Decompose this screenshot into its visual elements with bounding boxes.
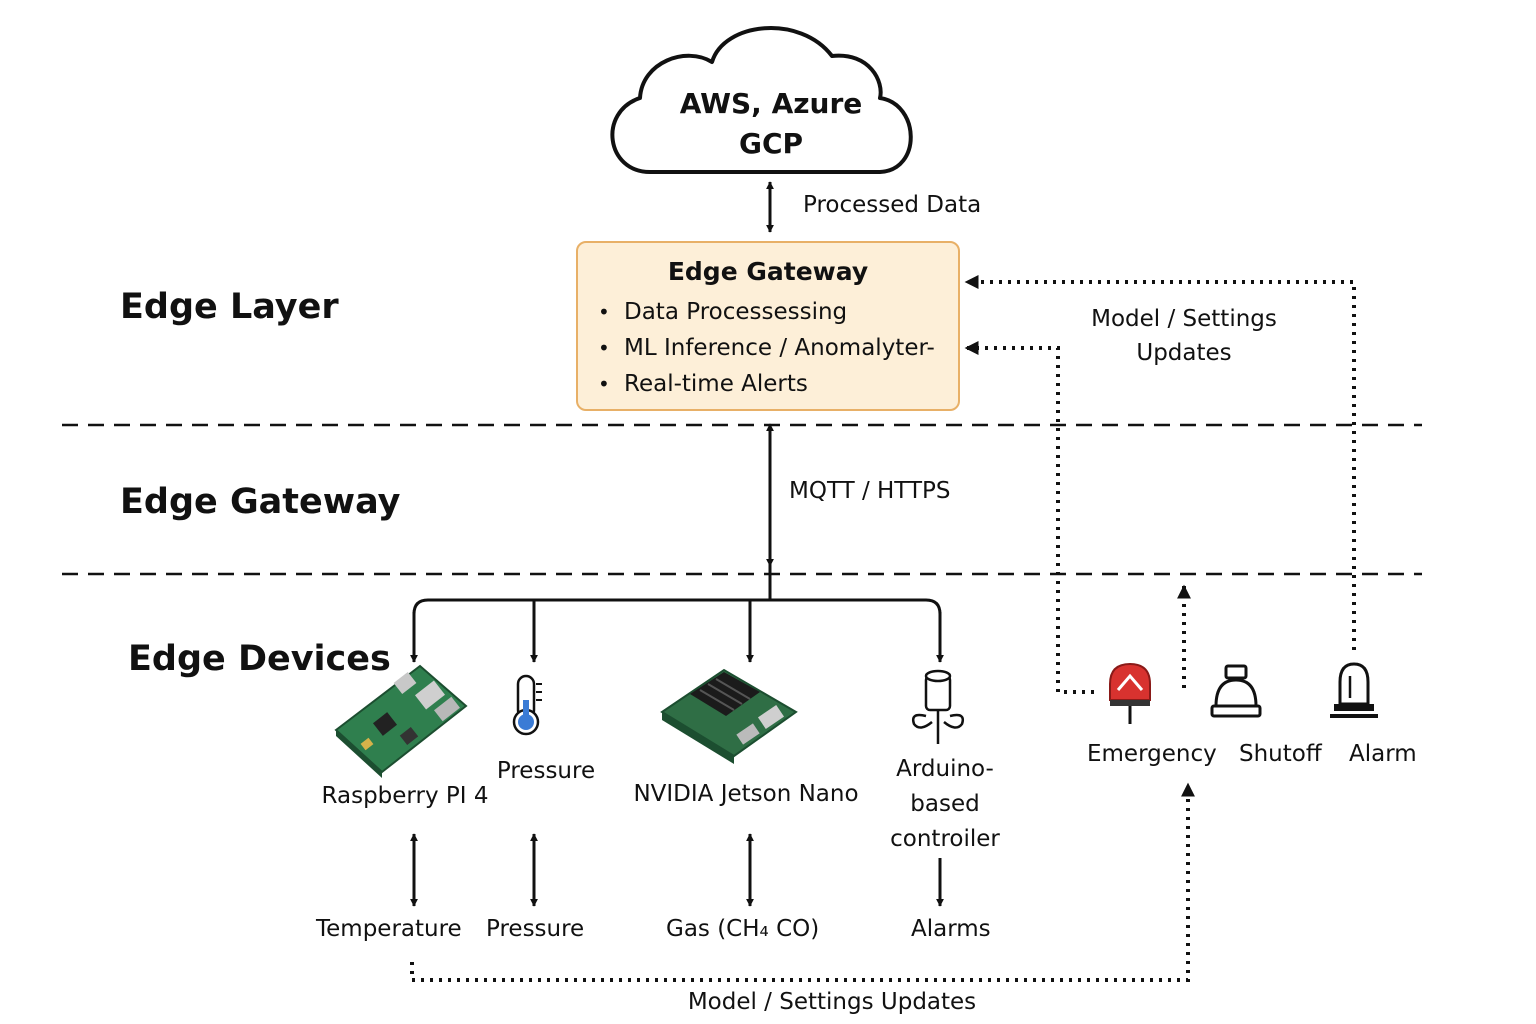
- processed-data-label: Processed Data: [803, 192, 982, 218]
- edge-gateway-box: Edge Gateway •Data Processessing •ML Inf…: [576, 241, 960, 411]
- gas-label: Gas (CH₄ CO): [666, 916, 820, 942]
- shutoff-valve-icon: [1210, 664, 1262, 718]
- thermometer-icon: [512, 674, 542, 736]
- edge-gateway-layer-label: Edge Gateway: [120, 482, 401, 522]
- raspberry-pi-label: Raspberry PI 4: [321, 783, 489, 809]
- edge-gateway-box-title: Edge Gateway: [667, 257, 869, 286]
- mqtt-https-label: MQTT / HTTPS: [789, 478, 951, 504]
- bullet-icon: •: [598, 300, 610, 324]
- cloud-line-1: AWS, Azure: [679, 87, 863, 120]
- edge-layer-label: Edge Layer: [120, 287, 339, 327]
- pressure-sensor-label: Pressure: [496, 758, 596, 784]
- bottom-feedback-path: [410, 782, 1195, 982]
- list-item: •Data Processessing: [598, 299, 848, 325]
- cloud-line-2: GCP: [738, 127, 804, 160]
- model-settings-updates-bottom-label: Model / Settings Updates: [687, 989, 977, 1015]
- emergency-feedback-path: [964, 341, 1094, 694]
- bullet-icon: •: [598, 336, 610, 360]
- cloud-icon: [610, 26, 913, 174]
- alarm-label: Alarm: [1349, 741, 1417, 767]
- arduino-controller-label: Arduino- based controiler: [890, 756, 1000, 852]
- alarm-siren-icon: [1330, 662, 1378, 718]
- model-settings-updates-label: Model / Settings Updates: [1091, 306, 1277, 366]
- edge-devices-layer-label: Edge Devices: [128, 639, 391, 679]
- temperature-label: Temperature: [316, 916, 462, 942]
- arduino-icon: [912, 669, 964, 744]
- list-item: •ML Inference / Anomalyter-: [598, 335, 935, 361]
- device-bus: [412, 598, 942, 662]
- emergency-button-icon: [1109, 662, 1151, 724]
- jetson-nano-label: NVIDIA Jetson Nano: [633, 781, 859, 807]
- raspberry-pi-icon: [334, 664, 468, 778]
- list-item: •Real-time Alerts: [598, 371, 808, 397]
- shutoff-label: Shutoff: [1239, 741, 1322, 767]
- cloud-provider-label: AWS, Azure GCP: [640, 84, 902, 164]
- pressure-label: Pressure: [486, 916, 585, 942]
- bullet-icon: •: [598, 372, 610, 396]
- edge-gateway-function-list: •Data Processessing •ML Inference / Anom…: [598, 297, 935, 405]
- alarms-label: Alarms: [911, 916, 991, 942]
- emergency-label: Emergency: [1087, 741, 1217, 767]
- jetson-nano-icon: [660, 668, 798, 764]
